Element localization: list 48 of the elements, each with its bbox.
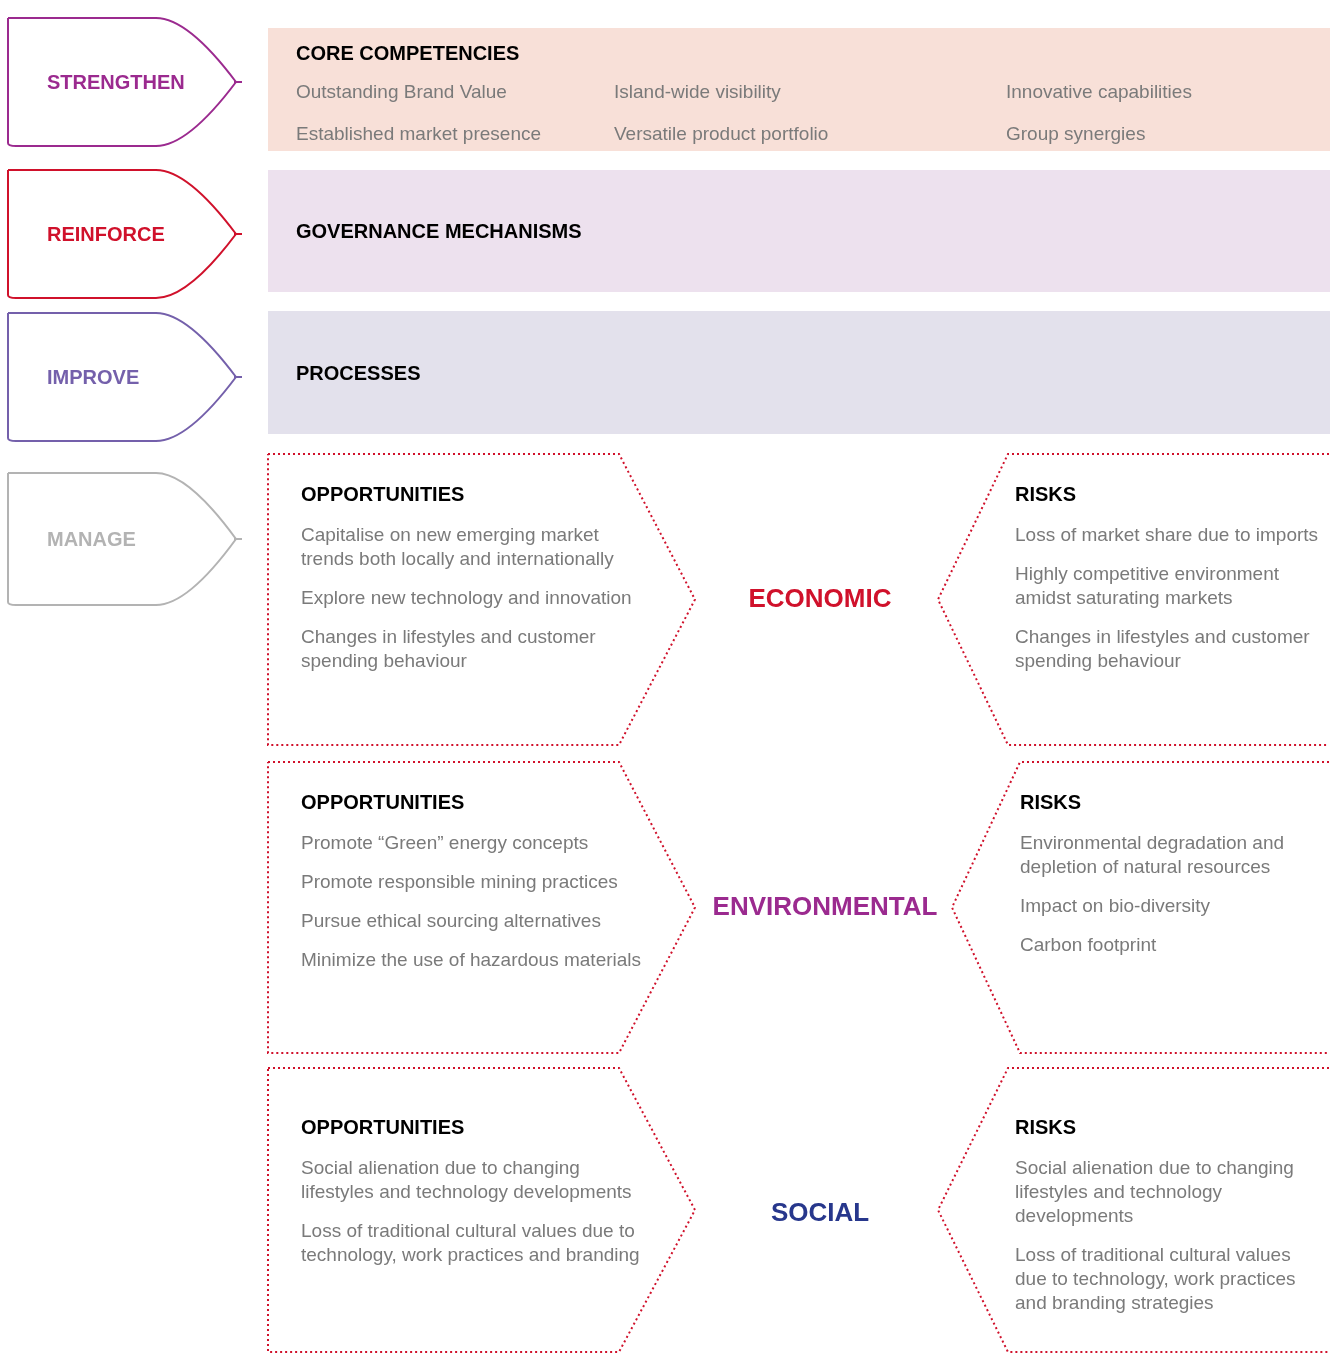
panel-heading: PROCESSES [296, 360, 421, 386]
list-item: Loss of traditional cultural values due to technology, work practices and branding strategies [1015, 1243, 1297, 1315]
list-item: Highly competitive environment amidst saturating markets [1015, 562, 1280, 610]
section-panel [268, 311, 1330, 434]
list-item: Environmental degradation and depletion of natural resources [1020, 831, 1286, 879]
chevron-label: REINFORCE [47, 222, 165, 247]
chevron-label: IMPROVE [47, 365, 140, 390]
panel-heading: CORE COMPETENCIES [296, 41, 520, 66]
list-item: Minimize the use of hazardous materials [301, 948, 643, 972]
panel-heading: RISKS [1020, 790, 1082, 815]
list-item: Changes in lifestyles and customer spending behaviour [1015, 625, 1311, 673]
list-item: Impact on bio-diversity [1020, 894, 1212, 918]
competency-item: Outstanding Brand Value [296, 80, 507, 104]
risks-panel [936, 453, 1330, 746]
panel-heading: OPPORTUNITIES [301, 482, 465, 507]
panel-heading: GOVERNANCE MECHANISMS [296, 219, 582, 244]
competency-item: Group synergies [1006, 121, 1146, 146]
list-item: Loss of market share due to imports [1015, 523, 1320, 547]
list-item: Explore new technology and innovation [301, 586, 633, 610]
panel-heading: RISKS [1015, 482, 1077, 507]
risks-panel [936, 1067, 1330, 1353]
opportunities-panel [267, 1067, 699, 1353]
core-competencies-panel [268, 28, 1330, 151]
panel-heading: OPPORTUNITIES [301, 1115, 465, 1140]
list-item: Promote responsible mining practices [301, 870, 619, 894]
competency-item: Established market presence [296, 121, 541, 146]
opportunities-panel [267, 453, 699, 746]
category-heading: ECONOMIC [748, 581, 892, 615]
list-item: Social alienation due to changing lifestyles and technology developments [301, 1156, 633, 1204]
panel-heading: RISKS [1015, 1115, 1077, 1140]
risks-panel [950, 761, 1330, 1054]
competency-item: Innovative capabilities [1006, 80, 1192, 104]
list-item: Changes in lifestyles and customer spending behaviour [301, 625, 597, 673]
panel-heading: OPPORTUNITIES [301, 790, 465, 815]
list-item: Pursue ethical sourcing alternatives [301, 909, 602, 933]
section-panel [268, 170, 1330, 292]
list-item: Social alienation due to changing lifestyles and technology developments [1015, 1156, 1295, 1228]
chevron-label: MANAGE [47, 527, 136, 552]
opportunities-panel [267, 761, 699, 1054]
list-item: Loss of traditional cultural values due to technology, work practices and branding [301, 1219, 641, 1267]
category-heading: ENVIRONMENTAL [712, 889, 938, 923]
list-item: Promote “Green” energy concepts [301, 831, 590, 855]
list-item: Carbon footprint [1020, 933, 1158, 957]
list-item: Capitalise on new emerging market trends both locally and internationally [301, 523, 615, 571]
competency-item: Versatile product portfolio [614, 121, 829, 146]
category-heading: SOCIAL [770, 1195, 870, 1229]
chevron-label: STRENGTHEN [47, 70, 185, 95]
competency-item: Island-wide visibility [614, 80, 781, 104]
